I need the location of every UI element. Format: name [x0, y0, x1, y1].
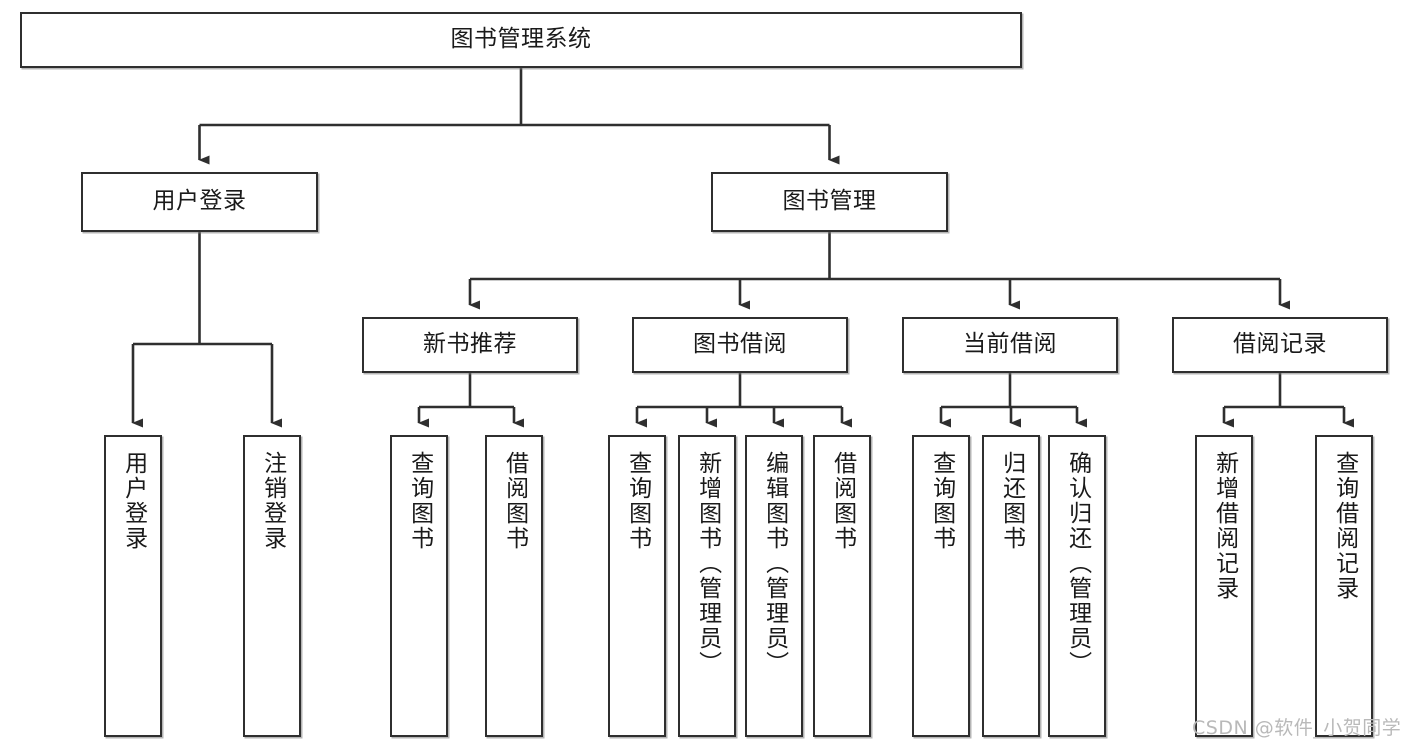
node-label-book-manage: 图书管理 — [782, 188, 877, 215]
node-label-new-book-rec: 新书推荐 — [423, 331, 517, 358]
node-leaf-brw-query[interactable]: 查询图书 — [608, 435, 666, 737]
node-borrow-record[interactable]: 借阅记录 — [1172, 317, 1388, 373]
node-label-leaf-rec-query: 查询图书 — [406, 451, 433, 551]
node-leaf-cur-query[interactable]: 查询图书 — [912, 435, 970, 737]
node-label-book-borrow: 图书借阅 — [693, 331, 787, 358]
node-leaf-rec-query[interactable]: 查询图书 — [390, 435, 448, 737]
node-label-leaf-cur-confirm: 确认归还（管理员） — [1064, 451, 1091, 676]
node-label-leaf-cur-query: 查询图书 — [928, 451, 955, 551]
node-current-borrow[interactable]: 当前借阅 — [902, 317, 1118, 373]
node-leaf-cur-return[interactable]: 归还图书 — [982, 435, 1040, 737]
node-label-leaf-brw-edit: 编辑图书（管理员） — [761, 451, 788, 676]
node-leaf-user-login[interactable]: 用户登录 — [104, 435, 162, 737]
node-label-root: 图书管理系统 — [450, 26, 592, 53]
node-leaf-rec-borrow[interactable]: 借阅图书 — [485, 435, 543, 737]
node-label-leaf-brw-borrow: 借阅图书 — [829, 451, 856, 551]
node-leaf-brw-edit[interactable]: 编辑图书（管理员） — [745, 435, 803, 737]
node-root[interactable]: 图书管理系统 — [20, 12, 1022, 68]
node-book-manage[interactable]: 图书管理 — [711, 172, 948, 232]
node-label-borrow-record: 借阅记录 — [1233, 331, 1327, 358]
node-leaf-brw-add[interactable]: 新增图书（管理员） — [678, 435, 736, 737]
node-label-user-login: 用户登录 — [152, 188, 247, 215]
node-label-leaf-rcd-query: 查询借阅记录 — [1331, 451, 1358, 601]
node-label-current-borrow: 当前借阅 — [963, 331, 1057, 358]
node-book-borrow[interactable]: 图书借阅 — [632, 317, 848, 373]
node-label-leaf-user-login: 用户登录 — [120, 451, 147, 551]
node-label-leaf-brw-query: 查询图书 — [624, 451, 651, 551]
node-leaf-user-logout[interactable]: 注销登录 — [243, 435, 301, 737]
node-label-leaf-cur-return: 归还图书 — [998, 451, 1025, 551]
node-label-leaf-user-logout: 注销登录 — [259, 451, 286, 551]
node-leaf-rcd-add[interactable]: 新增借阅记录 — [1195, 435, 1253, 737]
node-leaf-cur-confirm[interactable]: 确认归还（管理员） — [1048, 435, 1106, 737]
node-new-book-rec[interactable]: 新书推荐 — [362, 317, 578, 373]
node-user-login[interactable]: 用户登录 — [81, 172, 318, 232]
node-label-leaf-rcd-add: 新增借阅记录 — [1211, 451, 1238, 601]
node-label-leaf-rec-borrow: 借阅图书 — [501, 451, 528, 551]
node-leaf-rcd-query[interactable]: 查询借阅记录 — [1315, 435, 1373, 737]
node-label-leaf-brw-add: 新增图书（管理员） — [694, 451, 721, 676]
watermark-text: CSDN @软件_小贺同学 — [1192, 717, 1402, 739]
node-leaf-brw-borrow[interactable]: 借阅图书 — [813, 435, 871, 737]
